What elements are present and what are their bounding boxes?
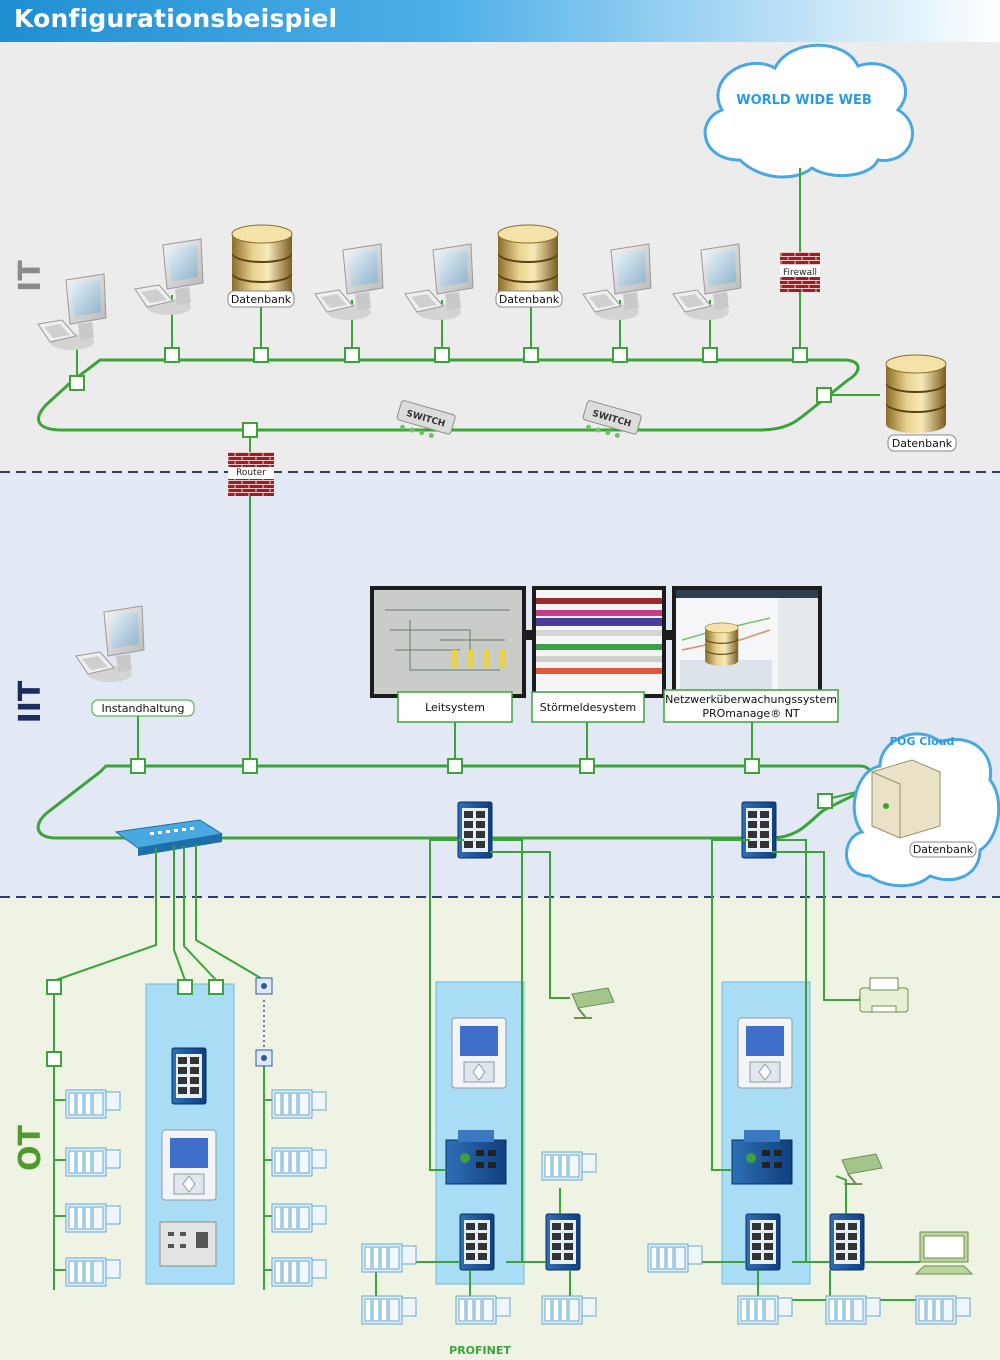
world-wide-web-cloud: WORLD WIDE WEB: [703, 43, 914, 179]
fog-cloud: FOG Cloud Datenbank: [704, 622, 1000, 888]
iit-drop-lines: [137, 714, 857, 801]
router-label: Router: [228, 467, 274, 479]
ot-lines-right: [666, 839, 920, 1301]
leitsystem-label-box: [397, 691, 513, 723]
www-label: WORLD WIDE WEB: [736, 93, 872, 108]
terminal-icon: [914, 1231, 974, 1275]
fog-datenbank-label: Datenbank: [913, 843, 974, 856]
nms-label-line2: PROmanage® NT: [702, 707, 800, 720]
it-backbone-ring: [37, 358, 860, 432]
stoermeldesystem-label: Störmeldesystem: [540, 701, 636, 714]
industrial-switch-icon: [459, 1213, 495, 1271]
nms-label-box: [663, 689, 839, 723]
switch-device: SWITCH: [396, 400, 456, 438]
instandhaltung-label-box: [91, 699, 195, 717]
datenbank-label-box: [495, 290, 563, 308]
zone-label-ot: OT: [13, 1124, 48, 1171]
instandhaltung-label: Instandhaltung: [102, 702, 185, 715]
hmi-panel-icon: [451, 1017, 507, 1089]
datenbank-label: Datenbank: [892, 437, 953, 450]
edge-device: [731, 1130, 793, 1185]
camera-icon: [571, 987, 615, 1019]
monitor-leitsystem: [370, 586, 526, 698]
industrial-switch-icon: [741, 801, 777, 859]
nms-label-line1: Netzwerküberwachungssystem: [665, 693, 837, 706]
edge-device: [445, 1130, 507, 1185]
database-icon: [885, 354, 947, 434]
leitsystem-label: Leitsystem: [425, 701, 485, 714]
zone-label-iit: IIT: [13, 680, 48, 723]
industrial-switch-icon: [171, 1047, 207, 1105]
datenbank-label-box: [887, 434, 957, 452]
ot-lines-middle: [375, 839, 571, 1300]
ot-lines-left: [53, 844, 276, 1290]
fog-cloud-label: FOG Cloud: [890, 735, 955, 748]
switch-device: SWITCH: [582, 400, 642, 438]
industrial-switch-icon: [745, 1213, 781, 1271]
printer-icon: [859, 977, 909, 1013]
zone-label-it: IT: [13, 260, 48, 292]
industrial-switch-icon: [457, 801, 493, 859]
page-title: Konfigurationsbeispiel: [14, 4, 338, 33]
title-bar: Konfigurationsbeispiel: [0, 0, 1000, 42]
rack-switch: [114, 819, 224, 856]
stoermeldesystem-label-box: [531, 691, 645, 723]
industrial-switch-icon: [545, 1213, 581, 1271]
datenbank-label: Datenbank: [499, 293, 560, 306]
industrial-switch-icon: [829, 1213, 865, 1271]
datenbank-label: Datenbank: [231, 293, 292, 306]
firewall-label: Firewall: [783, 268, 817, 278]
datenbank-label-box: [227, 290, 295, 308]
monitor-stoermeldesystem: [532, 586, 666, 698]
camera-icon: [841, 1153, 883, 1185]
profinet-label: PROFINET: [449, 1344, 511, 1357]
hmi-panel-icon: [737, 1017, 793, 1089]
monitor-netzwerkueberwachung: [672, 586, 822, 698]
hmi-panel-icon: [161, 1129, 217, 1201]
